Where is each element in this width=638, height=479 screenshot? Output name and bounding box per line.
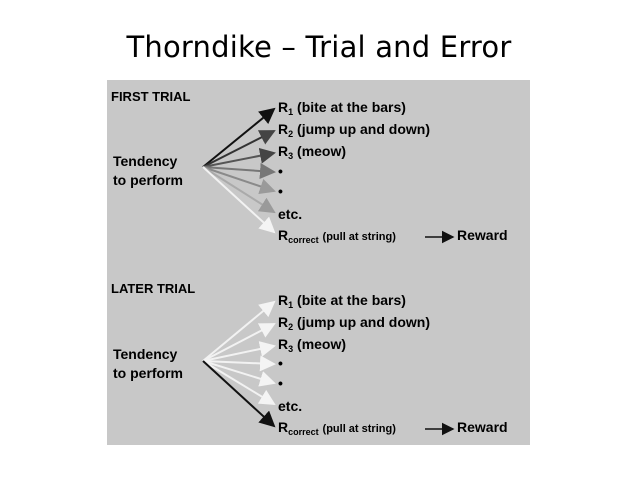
slide-title: Thorndike – Trial and Error [126, 30, 512, 64]
first-response-r3: R3 (meow) [278, 143, 347, 161]
first-response-etc: etc. [278, 206, 303, 222]
first-reward-label: Reward [457, 227, 508, 243]
first-response-r1: R1 (bite at the bars) [278, 99, 406, 117]
first-response-bullet-1: • [278, 163, 283, 179]
later-response-r2: R2 (jump up and down) [278, 314, 431, 332]
later-trial-header: LATER TRIAL [111, 281, 196, 296]
first-trial-header: FIRST TRIAL [111, 89, 191, 104]
later-reward-label: Reward [457, 419, 508, 435]
first-trial-tendency-line2: to perform [113, 172, 183, 188]
first-trial-arrows [202, 107, 455, 244]
first-trial-tendency-line1: Tendency [113, 153, 178, 169]
later-trial-tendency-line1: Tendency [113, 346, 178, 362]
later-response-correct: Rcorrect (pull at string) [278, 419, 396, 437]
later-trial-tendency-line2: to perform [113, 365, 183, 381]
later-response-bullet-2: • [278, 375, 283, 391]
later-trial-arrows [202, 300, 455, 436]
first-response-correct: Rcorrect (pull at string) [278, 227, 396, 245]
first-response-bullet-2: • [278, 183, 283, 199]
later-response-bullet-1: • [278, 355, 283, 371]
later-response-r1: R1 (bite at the bars) [278, 292, 406, 310]
later-response-r3: R3 (meow) [278, 336, 347, 354]
arrow-layer [202, 107, 455, 436]
diagram-panel: FIRST TRIAL Tendency to perform R1 (bite… [107, 80, 530, 445]
later-response-etc: etc. [278, 398, 303, 414]
first-response-r2: R2 (jump up and down) [278, 121, 431, 139]
